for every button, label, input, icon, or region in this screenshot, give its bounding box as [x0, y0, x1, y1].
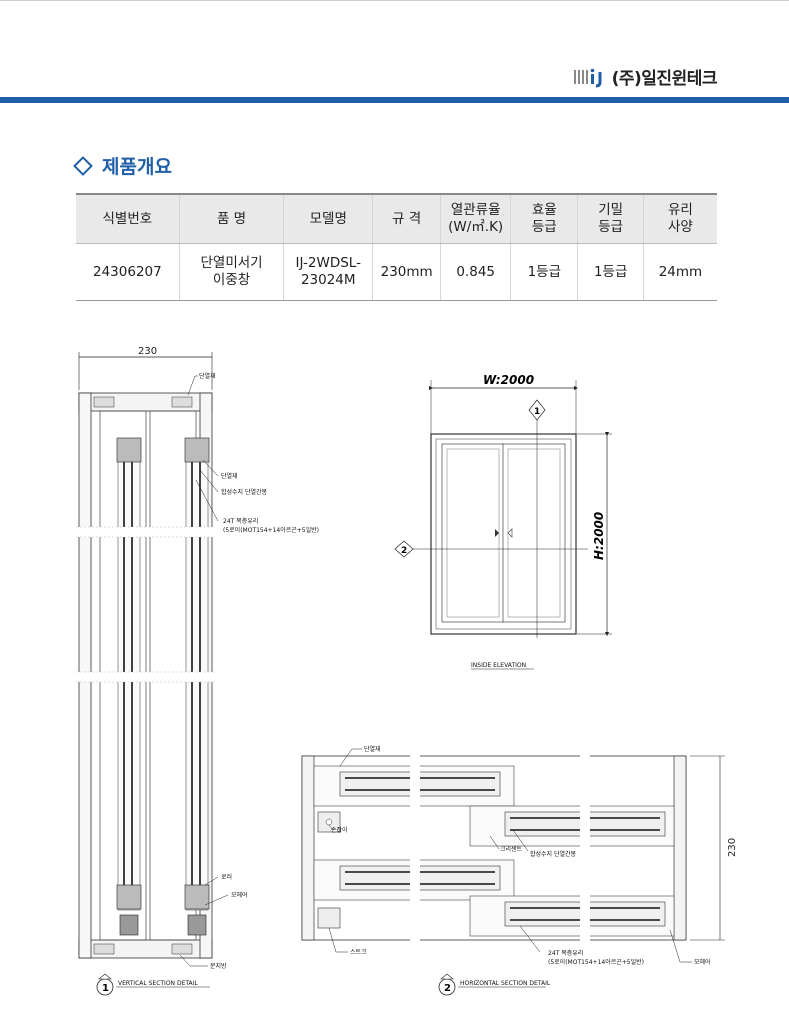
elevation-height-dim: H:2000 — [592, 512, 606, 560]
cell-u-value: 0.845 — [440, 243, 511, 301]
label-mohair: 모헤어 — [231, 891, 248, 899]
col-header-product: 품 명 — [178, 193, 284, 244]
cell-size: 230mm — [372, 243, 441, 301]
col-header-u-value: 열관류율(W/㎡.K) — [440, 193, 511, 244]
company-logo-mark — [573, 68, 602, 87]
h-label-crescent: 크리센트 — [500, 845, 523, 853]
label-roller: 로러 — [221, 873, 232, 881]
horizontal-depth-dim: 230 — [727, 838, 738, 857]
h-label-glass-line1: 24T 복층유리 — [548, 949, 583, 957]
vertical-section-drawing: 230 단열재 단열재 합성수지 단열간봉 — [76, 346, 319, 996]
horizontal-caption: HORIZONTAL SECTION DETAIL — [460, 980, 551, 987]
label-insulator-top: 단열재 — [199, 372, 216, 380]
section-title: 제품개요 — [102, 156, 172, 178]
inside-elevation-drawing: W:2000 H:2000 1 2 INSIDE ELEVATION — [394, 373, 612, 670]
h-label-mohair: 모헤어 — [694, 958, 711, 966]
elevation-marker-1: 1 — [534, 407, 540, 417]
header-accent-bar — [0, 97, 789, 103]
horizontal-caption-number: 2 — [444, 983, 451, 994]
vertical-caption: VERTICAL SECTION DETAIL — [118, 980, 198, 987]
label-glass-line2: (5로이(MOT154+14아르곤+5일반) — [223, 526, 319, 534]
h-label-resin-bar: 합성수지 단열간봉 — [530, 850, 577, 858]
col-header-id: 식별번호 — [76, 193, 180, 244]
col-header-model: 모델명 — [283, 193, 373, 244]
h-label-insulator: 단열재 — [364, 745, 381, 753]
label-glass-line1: 24T 복층유리 — [223, 517, 258, 525]
page-header: (주)일진윈테크 — [0, 60, 789, 106]
col-header-size: 규 격 — [372, 193, 441, 244]
label-resin-bar: 합성수지 단열간봉 — [221, 488, 268, 496]
cell-efficiency: 1등급 — [510, 243, 578, 301]
cell-model: IJ-2WDSL-23024M — [283, 243, 373, 301]
h-label-glass-line2: (5로이(MOT154+14아르곤+5일반) — [548, 958, 644, 966]
company-name: (주)일진윈테크 — [611, 69, 718, 89]
elevation-marker-2: 2 — [401, 546, 407, 556]
cell-glass: 24mm — [642, 243, 717, 301]
label-insulator-mid: 단열재 — [221, 472, 238, 480]
h-label-stile: 스트크 — [350, 949, 367, 956]
elevation-width-dim: W:2000 — [483, 373, 534, 387]
cell-airtight: 1등급 — [577, 243, 644, 301]
label-sill: 문지방 — [210, 962, 227, 970]
company-logo: (주)일진윈테크 — [573, 64, 718, 89]
top-rule — [0, 0, 789, 1]
section-heading: 제품개요 — [73, 152, 172, 179]
vertical-caption-number: 1 — [102, 983, 109, 994]
horizontal-section-drawing: 단열재 손잡이 크리센트 합성수지 단열간봉 스트크 24T 복층유리 (5로이… — [301, 745, 738, 996]
cell-id: 24306207 — [76, 243, 180, 301]
elevation-caption: INSIDE ELEVATION — [471, 662, 526, 669]
vertical-width-dim: 230 — [138, 346, 157, 357]
h-label-handle: 손잡이 — [331, 826, 348, 834]
